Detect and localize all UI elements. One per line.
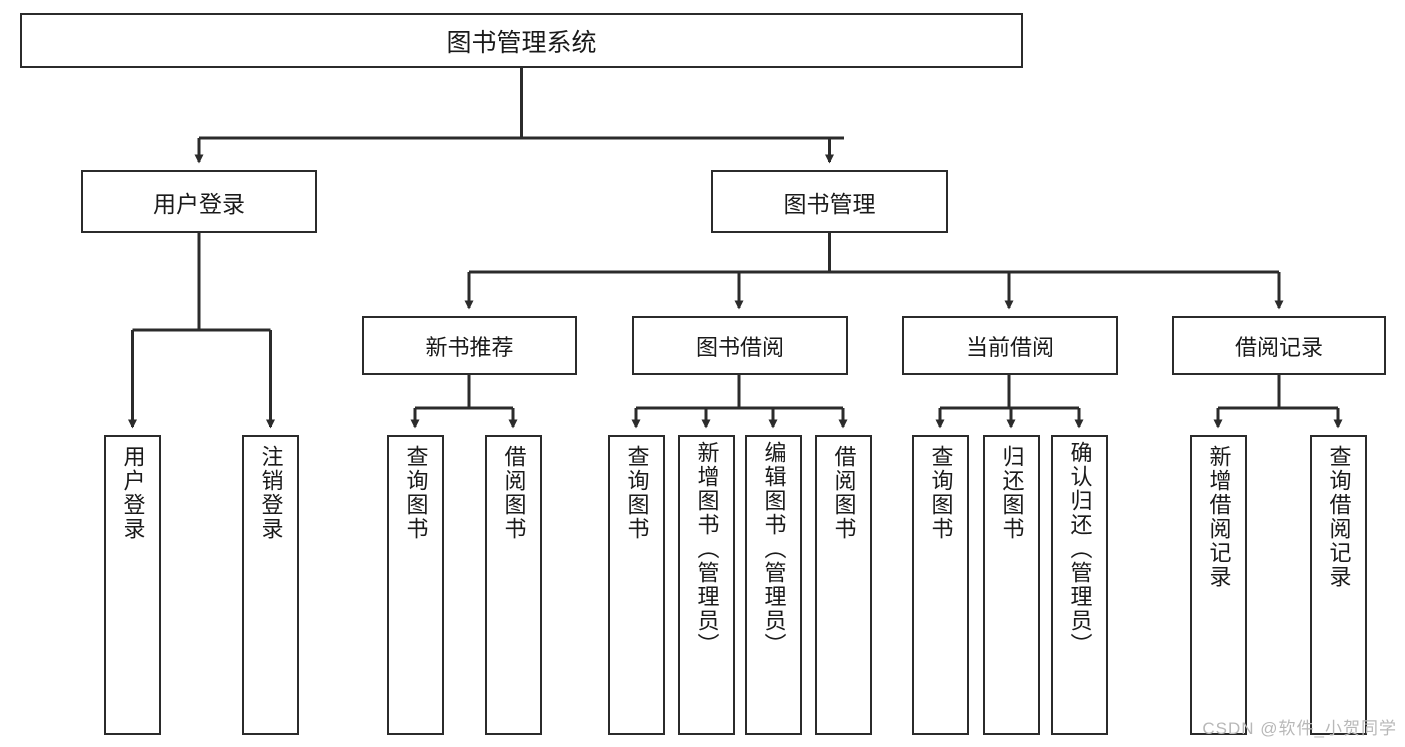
node-book-borrow[interactable]: 图书借阅 (632, 316, 848, 375)
leaf-user-login[interactable]: 用户登录 (104, 435, 161, 735)
leaf-borrow-book-2-label: 借阅图书 (831, 445, 857, 541)
node-new-book-recommend-label: 新书推荐 (425, 334, 514, 360)
leaf-query-book-2[interactable]: 查询图书 (608, 435, 665, 735)
leaf-query-record[interactable]: 查询借阅记录 (1310, 435, 1367, 735)
node-borrow-record[interactable]: 借阅记录 (1172, 316, 1386, 375)
leaf-query-book-1[interactable]: 查询图书 (387, 435, 444, 735)
leaf-confirm-return[interactable]: 确认归还（管理员） (1051, 435, 1108, 735)
node-book-manage[interactable]: 图书管理 (711, 170, 948, 233)
leaf-borrow-book-2[interactable]: 借阅图书 (815, 435, 872, 735)
leaf-return-book[interactable]: 归还图书 (983, 435, 1040, 735)
leaf-edit-book[interactable]: 编辑图书（管理员） (745, 435, 802, 735)
leaf-query-book-1-label: 查询图书 (403, 445, 429, 541)
leaf-edit-book-label: 编辑图书（管理员） (761, 441, 787, 657)
leaf-logout-label: 注销登录 (258, 445, 284, 541)
leaf-add-book[interactable]: 新增图书（管理员） (678, 435, 735, 735)
node-book-manage-label: 图书管理 (783, 190, 876, 217)
watermark: CSDN @软件_小贺同学 (1202, 719, 1397, 738)
node-root[interactable]: 图书管理系统 (20, 13, 1023, 68)
leaf-logout[interactable]: 注销登录 (242, 435, 299, 735)
leaf-query-book-3-label: 查询图书 (928, 445, 954, 541)
node-root-label: 图书管理系统 (446, 28, 597, 57)
leaf-return-book-label: 归还图书 (999, 445, 1025, 541)
leaf-borrow-book-1-label: 借阅图书 (501, 445, 527, 541)
leaf-add-book-label: 新增图书（管理员） (694, 441, 720, 657)
node-borrow-record-label: 借阅记录 (1234, 334, 1323, 360)
leaf-user-login-label: 用户登录 (120, 445, 146, 541)
node-user-login-label: 用户登录 (153, 190, 245, 217)
node-current-borrow[interactable]: 当前借阅 (902, 316, 1118, 375)
node-book-borrow-label: 图书借阅 (695, 334, 784, 360)
leaf-query-record-label: 查询借阅记录 (1326, 445, 1352, 589)
leaf-add-record-label: 新增借阅记录 (1206, 445, 1232, 589)
leaf-query-book-3[interactable]: 查询图书 (912, 435, 969, 735)
node-new-book-recommend[interactable]: 新书推荐 (362, 316, 577, 375)
leaf-add-record[interactable]: 新增借阅记录 (1190, 435, 1247, 735)
leaf-confirm-return-label: 确认归还（管理员） (1067, 441, 1093, 657)
leaf-query-book-2-label: 查询图书 (624, 445, 650, 541)
node-current-borrow-label: 当前借阅 (965, 334, 1054, 360)
leaf-borrow-book-1[interactable]: 借阅图书 (485, 435, 542, 735)
node-user-login[interactable]: 用户登录 (81, 170, 317, 233)
